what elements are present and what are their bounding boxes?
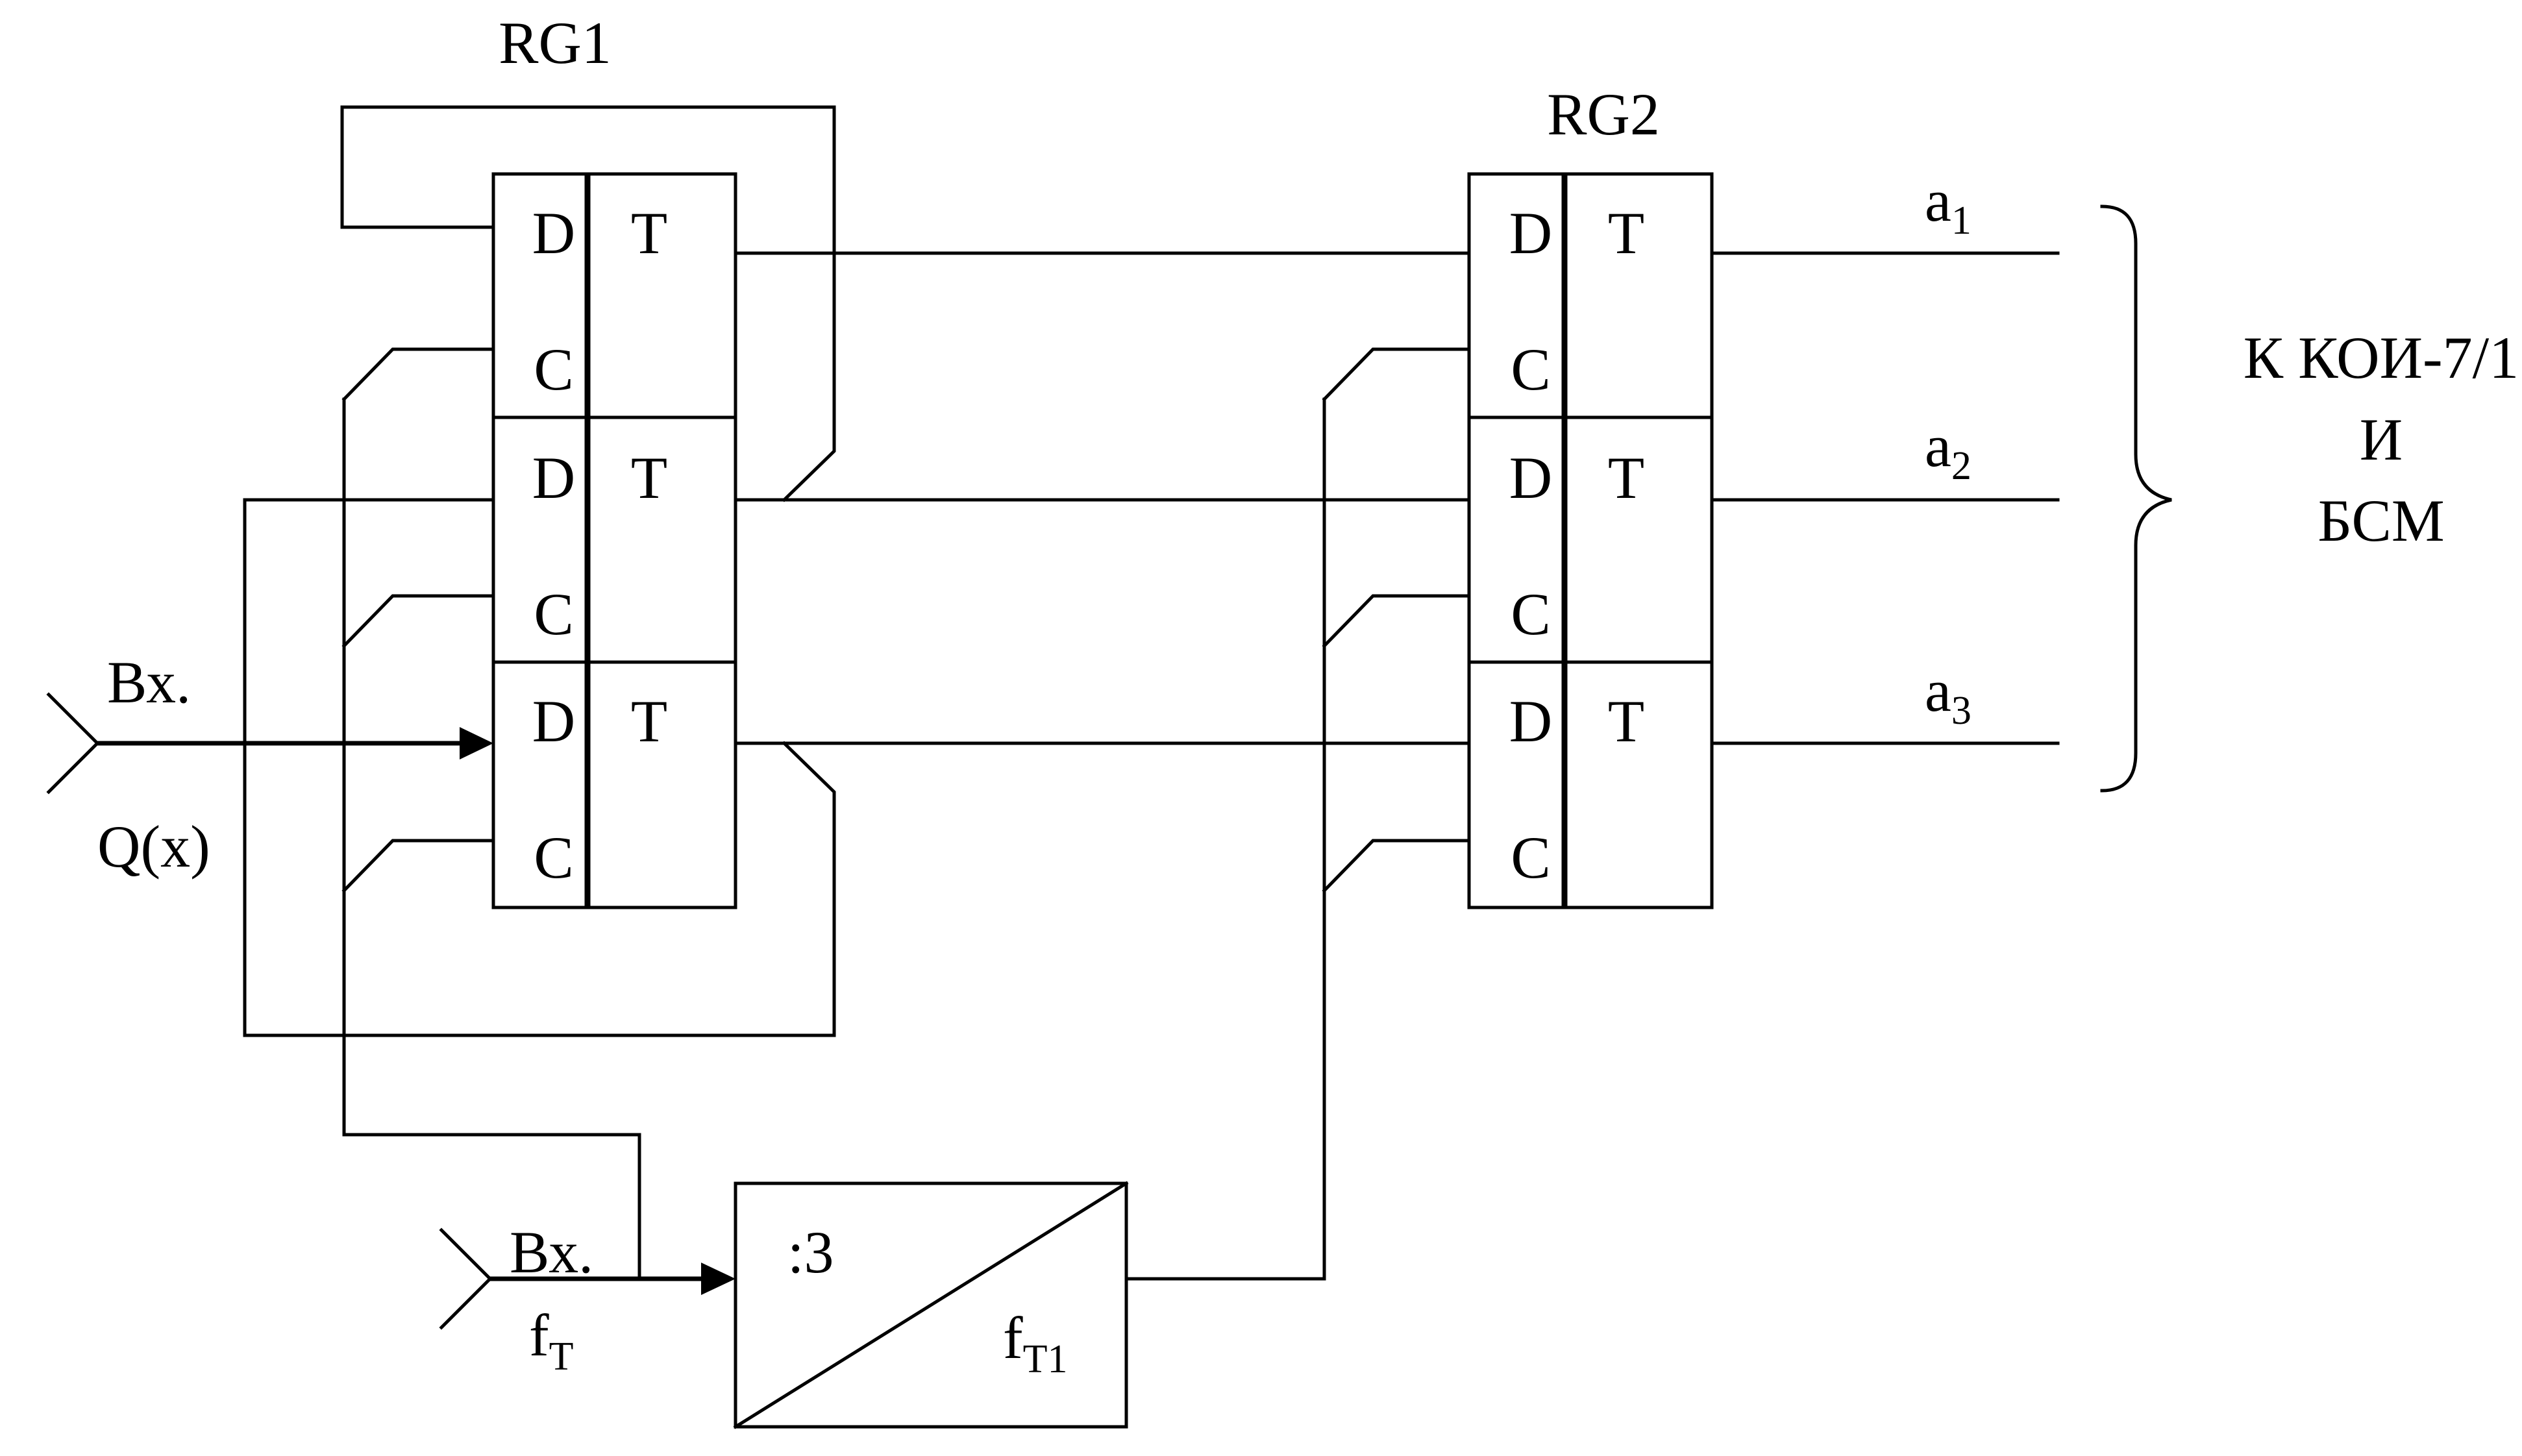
clock-input-chevron xyxy=(439,1228,493,1330)
rg1-cell-3-c-label: C xyxy=(534,824,573,891)
rg2-cell-3-t-label: T xyxy=(1608,688,1644,754)
clock-input-label-line2: fT xyxy=(529,1302,574,1379)
output-label-a2: a2 xyxy=(1925,413,1972,488)
rg1-cell-1-t-label: T xyxy=(631,200,667,266)
rg2-cell-1-c-label: C xyxy=(1511,336,1550,402)
rg2-cell-3-d-label: D xyxy=(1509,688,1552,754)
rg2-clock-tap-2 xyxy=(1322,594,1471,648)
rg2-cell-2-t-label: T xyxy=(1608,445,1644,511)
rg2-clock-tap-1 xyxy=(1322,347,1471,402)
frequency-divider: :3 fT1 xyxy=(733,1181,1129,1429)
clock-input-arrowhead xyxy=(701,1263,736,1295)
rg1-cell-2-d-label: D xyxy=(532,445,575,511)
rg1-clock-bus-wire xyxy=(342,397,641,1281)
clock-input-label-line1: Вх. xyxy=(510,1219,593,1285)
rg1-cell-1-d-label: D xyxy=(532,200,575,266)
rg2-cell-3-c-label: C xyxy=(1511,824,1550,891)
output-label-a1: a1 xyxy=(1925,167,1972,243)
divider-diagonal xyxy=(733,1181,1129,1429)
data-input-arrowhead xyxy=(460,727,493,759)
rg1-clock-tap-2 xyxy=(341,594,495,648)
register-rg2: RG2 D C T D C T D C T xyxy=(1467,81,1714,909)
destination-line-1: К КОИ-7/1 xyxy=(2244,325,2519,391)
rg2-clock-bus-wire xyxy=(1124,397,1326,1281)
rg1-cell-3-t-label: T xyxy=(631,688,667,754)
rg2-box xyxy=(1467,172,1714,909)
rg1-clock-tap-1 xyxy=(341,347,495,402)
destination-line-3: БСМ xyxy=(2318,487,2444,554)
data-input-label-line2: Q(x) xyxy=(97,813,210,880)
rg1-box xyxy=(491,172,737,909)
rg2-cell-1-d-label: D xyxy=(1509,200,1552,266)
rg1-cell-2-t-label: T xyxy=(631,445,667,511)
rg1-clock-tap-3 xyxy=(341,839,495,893)
data-input-chevron xyxy=(46,692,100,795)
output-label-a3: a3 xyxy=(1925,658,1972,733)
rg1-cell-2-c-label: C xyxy=(534,581,573,647)
rg2-cell-2-c-label: C xyxy=(1511,581,1550,647)
wires xyxy=(46,105,2172,1330)
divider-ratio-label: :3 xyxy=(787,1219,834,1285)
rg2-cell-2-d-label: D xyxy=(1509,445,1552,511)
destination-line-2: И xyxy=(2360,406,2403,473)
rg2-title: RG2 xyxy=(1547,81,1660,147)
rg1-cell-1-c-label: C xyxy=(534,336,573,402)
rg1-feedback-bottom-wire xyxy=(243,498,836,1037)
outputs-brace xyxy=(2100,204,2172,793)
rg1-title: RG1 xyxy=(499,10,612,76)
rg1-cell-3-d-label: D xyxy=(532,688,575,754)
rg2-cell-1-t-label: T xyxy=(1608,200,1644,266)
data-input-label-line1: Вх. xyxy=(107,649,191,715)
divider-output-label: fT1 xyxy=(1003,1305,1068,1381)
rg2-clock-tap-3 xyxy=(1322,839,1471,893)
register-rg1: RG1 D C T D C T D C T xyxy=(491,10,737,909)
rg1-feedback-top-wire xyxy=(340,105,836,502)
